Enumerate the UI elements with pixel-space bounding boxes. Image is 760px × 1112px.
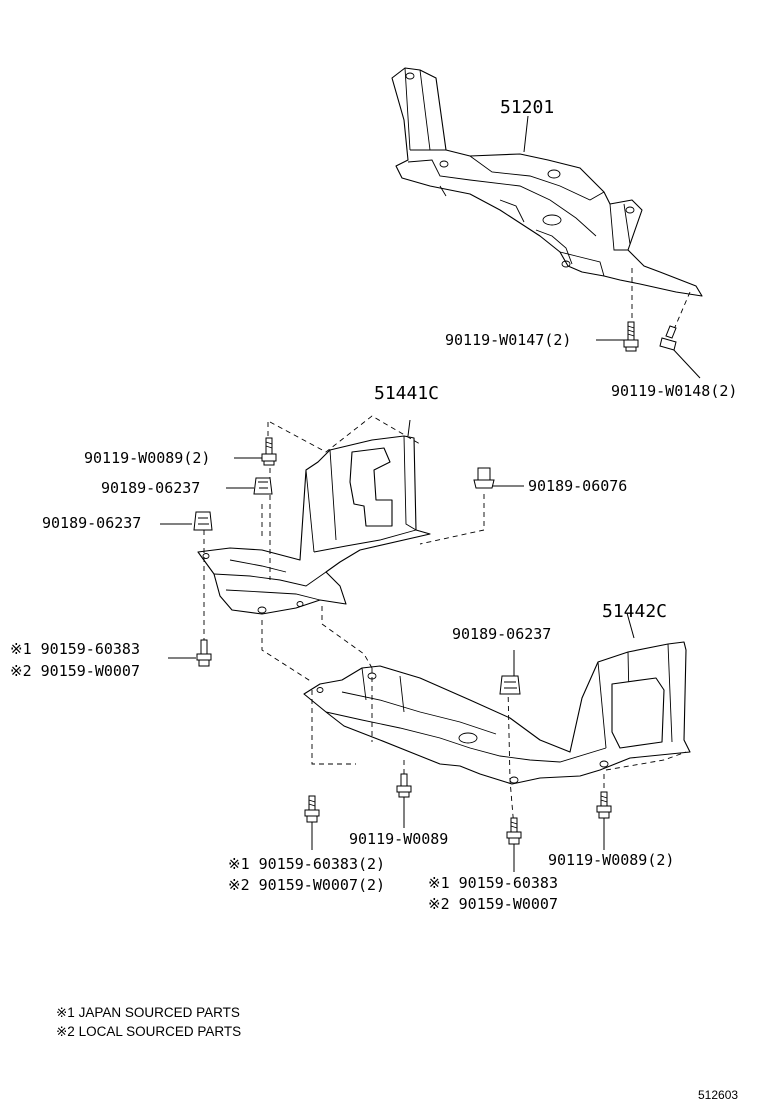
part-label-rear-cover: 51442C bbox=[602, 601, 668, 622]
callout-90189-06237-a: 90189-06237 bbox=[101, 479, 201, 497]
part-label-front-cover: 51441C bbox=[374, 383, 440, 404]
bolt-icon bbox=[596, 791, 612, 819]
clip-icon bbox=[253, 477, 273, 495]
part-label-frame: 51201 bbox=[500, 97, 555, 118]
callout-90159-60383-bottom: 90159-60383(2) bbox=[258, 855, 386, 873]
clip-icon bbox=[193, 511, 213, 531]
mark-1: ※1 bbox=[228, 855, 250, 873]
legend-japan-sourced: ※1 JAPAN SOURCED PARTS bbox=[56, 1005, 240, 1020]
callout-90159-60383-mid: 90159-60383 bbox=[458, 874, 558, 892]
legend-local-sourced: ※2 LOCAL SOURCED PARTS bbox=[56, 1024, 242, 1039]
fasteners bbox=[193, 321, 677, 845]
callout-mid-japan: ※1 90159-60383 bbox=[428, 874, 558, 892]
callout-mid-local: ※2 90159-W0007 bbox=[428, 895, 558, 913]
screw-icon bbox=[196, 639, 212, 667]
mark-2: ※2 bbox=[10, 662, 32, 680]
frame-51201-drawing bbox=[391, 67, 703, 297]
callout-90159-w0007-mid: 90159-W0007 bbox=[458, 895, 558, 913]
screw-icon bbox=[659, 325, 677, 351]
callout-bottom-japan: ※1 90159-60383(2) bbox=[228, 855, 385, 873]
diagram-id: 512603 bbox=[698, 1088, 739, 1102]
callout-90119-w0089-right: 90119-W0089(2) bbox=[548, 851, 675, 869]
callout-90189-06237-c: 90189-06237 bbox=[452, 625, 552, 643]
callout-left-japan: ※1 90159-60383 bbox=[10, 640, 140, 658]
callout-left-local: ※2 90159-W0007 bbox=[10, 662, 140, 680]
mark-2: ※2 bbox=[428, 895, 450, 913]
cover-51441c-drawing bbox=[197, 435, 431, 615]
callout-90119-w0147: 90119-W0147(2) bbox=[445, 331, 572, 349]
assembly-guide-lines bbox=[203, 268, 691, 829]
callout-90159-60383-left: 90159-60383 bbox=[40, 640, 140, 658]
clip-icon bbox=[473, 467, 495, 489]
bolt-icon bbox=[261, 437, 277, 466]
bolt-icon bbox=[623, 321, 639, 352]
mark-1: ※1 bbox=[428, 874, 450, 892]
callout-90159-w0007-left: 90159-W0007 bbox=[40, 662, 140, 680]
callout-90159-w0007-bottom: 90159-W0007(2) bbox=[258, 876, 386, 894]
callout-90189-06076: 90189-06076 bbox=[528, 477, 628, 495]
bolt-icon bbox=[396, 773, 412, 798]
screw-icon bbox=[506, 817, 522, 845]
callout-90189-06237-b: 90189-06237 bbox=[42, 514, 142, 532]
clip-icon bbox=[499, 675, 521, 695]
cover-51442c-drawing bbox=[303, 641, 691, 785]
leader-lines bbox=[160, 115, 701, 872]
screw-icon bbox=[304, 795, 320, 823]
mark-1: ※1 bbox=[10, 640, 32, 658]
callout-90119-w0089-single: 90119-W0089 bbox=[349, 830, 449, 848]
callout-bottom-local: ※2 90159-W0007(2) bbox=[228, 876, 385, 894]
callout-90119-w0089-top: 90119-W0089(2) bbox=[84, 449, 211, 467]
callout-90119-w0148: 90119-W0148(2) bbox=[611, 382, 738, 400]
mark-2: ※2 bbox=[228, 876, 250, 894]
